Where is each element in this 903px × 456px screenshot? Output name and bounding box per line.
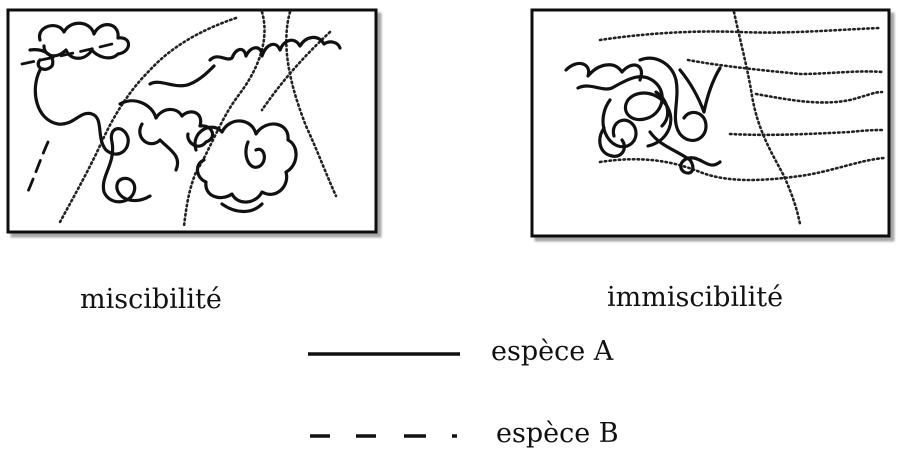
miscibility-caption: miscibilité	[80, 284, 222, 315]
immiscibility-species-a-coil	[564, 56, 722, 175]
immiscibility-panel	[530, 8, 891, 238]
legend-species-a-label: espèce A	[491, 336, 614, 367]
miscibility-species-a-chains	[28, 21, 342, 214]
miscibility-species-b-dashed	[20, 42, 114, 198]
legend-species-b-label: espèce B	[496, 418, 619, 449]
miscibility-frame	[6, 8, 378, 234]
miscibility-panel	[6, 8, 378, 234]
immiscibility-caption: immiscibilité	[607, 282, 784, 313]
legend	[308, 352, 460, 438]
immiscibility-frame	[530, 8, 891, 238]
immiscibility-species-b-chains	[598, 10, 886, 226]
